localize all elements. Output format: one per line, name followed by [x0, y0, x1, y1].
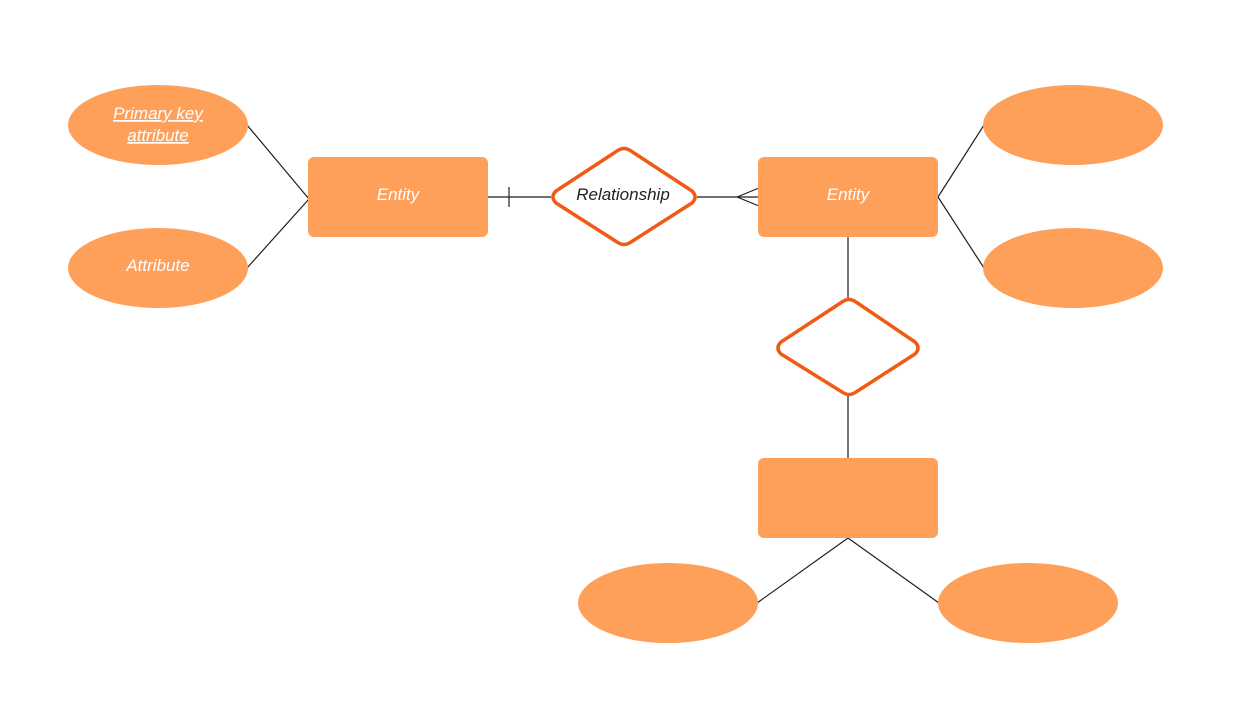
primary-key-label-line1: Primary key — [113, 104, 204, 123]
bottom-attribute-left-ellipse — [578, 563, 758, 643]
attribute-ellipse — [68, 228, 248, 308]
crowfoot-upper — [736, 187, 760, 198]
entity-bottom-box — [758, 458, 938, 538]
connector-attribute-to-entity-left — [246, 198, 310, 269]
secondary-relationship-diamond — [776, 297, 920, 397]
entity-right-label: Entity — [827, 185, 871, 204]
crowfoot-lower — [736, 196, 760, 207]
connector-entity-right-to-attr-top — [937, 124, 985, 198]
attribute-label: Attribute — [125, 256, 189, 275]
connector-entity-bottom-to-attr-left — [756, 537, 849, 604]
primary-key-attribute-ellipse — [68, 85, 248, 165]
right-attribute-top-ellipse — [983, 85, 1163, 165]
primary-key-label-line2: attribute — [127, 126, 188, 145]
connector-entity-right-to-attr-bottom — [937, 196, 985, 269]
bottom-attribute-right-ellipse — [938, 563, 1118, 643]
relationship-label: Relationship — [576, 185, 670, 204]
entity-right-box — [758, 157, 938, 237]
connectors — [246, 124, 985, 604]
entity-left-box — [308, 157, 488, 237]
right-attribute-bottom-ellipse — [983, 228, 1163, 308]
connector-pk-to-entity-left — [246, 124, 310, 200]
relationship-diamond — [551, 146, 697, 247]
connector-entity-bottom-to-attr-right — [847, 537, 940, 604]
entity-left-label: Entity — [377, 185, 421, 204]
